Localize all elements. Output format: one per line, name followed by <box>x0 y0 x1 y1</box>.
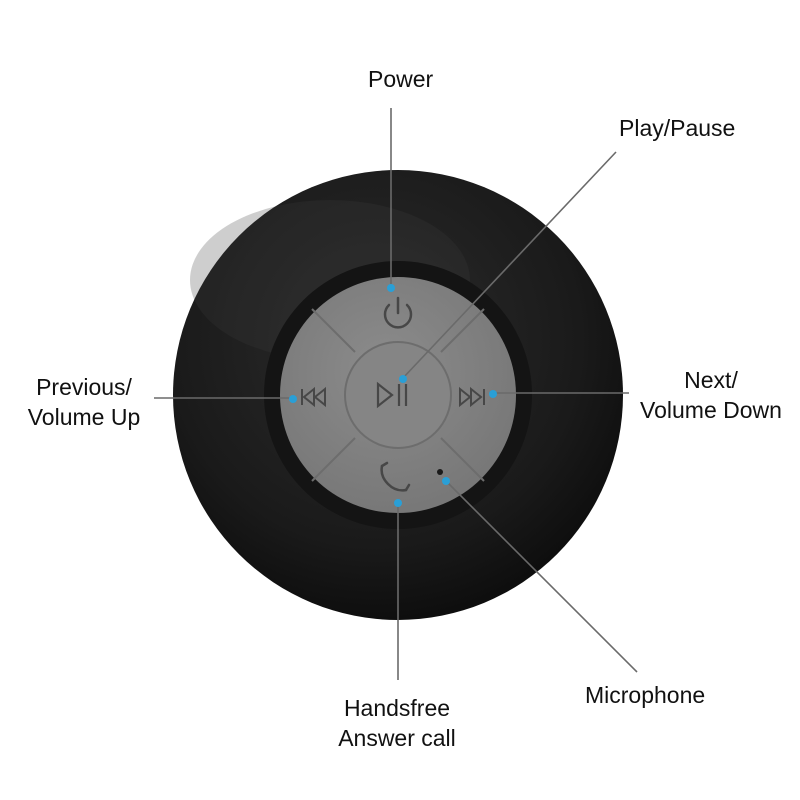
callout-dot-play-pause <box>399 375 407 383</box>
label-play-pause: Play/Pause <box>619 113 735 143</box>
label-next-line1: Next/ <box>684 367 738 393</box>
label-power-text: Power <box>368 66 434 92</box>
callout-dot-next <box>489 390 497 398</box>
callout-line-microphone <box>445 480 638 673</box>
label-handsfree-line2: Answer call <box>338 725 456 751</box>
label-previous-line1: Previous/ <box>36 374 132 400</box>
phone-icon[interactable] <box>380 461 411 492</box>
power-icon[interactable] <box>383 296 413 329</box>
label-previous: Previous/ Volume Up <box>14 372 154 432</box>
label-handsfree: Handsfree Answer call <box>322 693 472 753</box>
callout-dot-previous <box>289 395 297 403</box>
label-microphone: Microphone <box>585 680 705 710</box>
label-power: Power <box>368 64 433 94</box>
label-handsfree-line1: Handsfree <box>343 695 451 721</box>
callout-line-play-pause <box>402 151 617 379</box>
label-previous-line2: Volume Up <box>27 404 141 430</box>
next-icon[interactable] <box>459 386 485 408</box>
callout-dot-handsfree <box>394 499 402 507</box>
label-play-pause-text: Play/Pause <box>619 115 736 141</box>
label-microphone-text: Microphone <box>585 682 706 708</box>
callout-lines <box>154 108 638 680</box>
callout-dot-power <box>387 284 395 292</box>
callout-dots <box>289 284 497 507</box>
label-next: Next/ Volume Down <box>626 365 796 425</box>
play-pause-icon <box>376 381 408 409</box>
callout-dot-microphone <box>442 477 450 485</box>
button-dividers <box>311 308 485 482</box>
microphone-hole <box>437 469 443 475</box>
previous-icon[interactable] <box>301 386 326 408</box>
label-next-line2: Volume Down <box>640 397 782 423</box>
